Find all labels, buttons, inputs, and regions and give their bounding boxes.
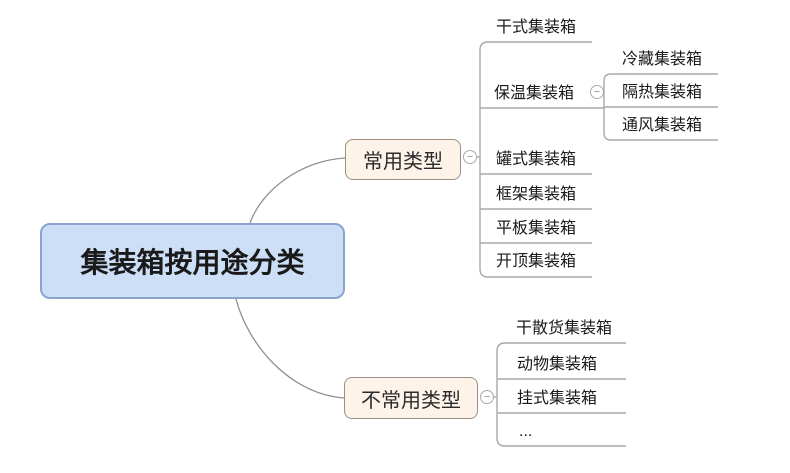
topic-frame-container[interactable]: 框架集装箱 <box>496 186 577 203</box>
topic-insulated-container[interactable]: 保温集装箱 <box>494 85 575 102</box>
minus-icon: − <box>483 390 491 403</box>
children-bracket-uncommon <box>496 342 626 447</box>
topic-ellipsis[interactable]: ... <box>519 423 533 440</box>
branch-curve-uncommon <box>235 298 345 399</box>
minus-icon: − <box>593 85 601 98</box>
root-topic[interactable]: 集装箱按用途分类 <box>40 223 345 299</box>
root-topic-label: 集装箱按用途分类 <box>80 247 305 278</box>
branch-uncommon-types[interactable]: 不常用类型 <box>344 377 478 419</box>
minus-icon: − <box>466 150 474 163</box>
branch-common-types-label: 常用类型 <box>363 151 443 173</box>
collapse-icon-common[interactable]: − <box>463 150 477 164</box>
topic-hanging-container[interactable]: 挂式集装箱 <box>517 390 598 407</box>
topic-heatproof-container[interactable]: 隔热集装箱 <box>622 84 703 101</box>
topic-drybulk-container[interactable]: 干散货集装箱 <box>516 320 613 337</box>
branch-uncommon-types-label: 不常用类型 <box>361 389 461 412</box>
topic-flat-container[interactable]: 平板集装箱 <box>496 220 577 237</box>
children-bracket-common <box>479 41 592 278</box>
branch-common-types[interactable]: 常用类型 <box>345 139 461 180</box>
topic-opentop-container[interactable]: 开顶集装箱 <box>496 253 577 270</box>
topic-tank-container[interactable]: 罐式集装箱 <box>496 151 577 168</box>
topic-animal-container[interactable]: 动物集装箱 <box>517 356 598 373</box>
topic-refrigerated-container[interactable]: 冷藏集装箱 <box>622 51 703 68</box>
collapse-icon-uncommon[interactable]: − <box>480 390 494 404</box>
branch-curve-common <box>249 157 346 224</box>
topic-ventilated-container[interactable]: 通风集装箱 <box>622 117 703 134</box>
topic-dry-container[interactable]: 干式集装箱 <box>496 19 577 36</box>
collapse-icon-insulated[interactable]: − <box>590 85 604 99</box>
